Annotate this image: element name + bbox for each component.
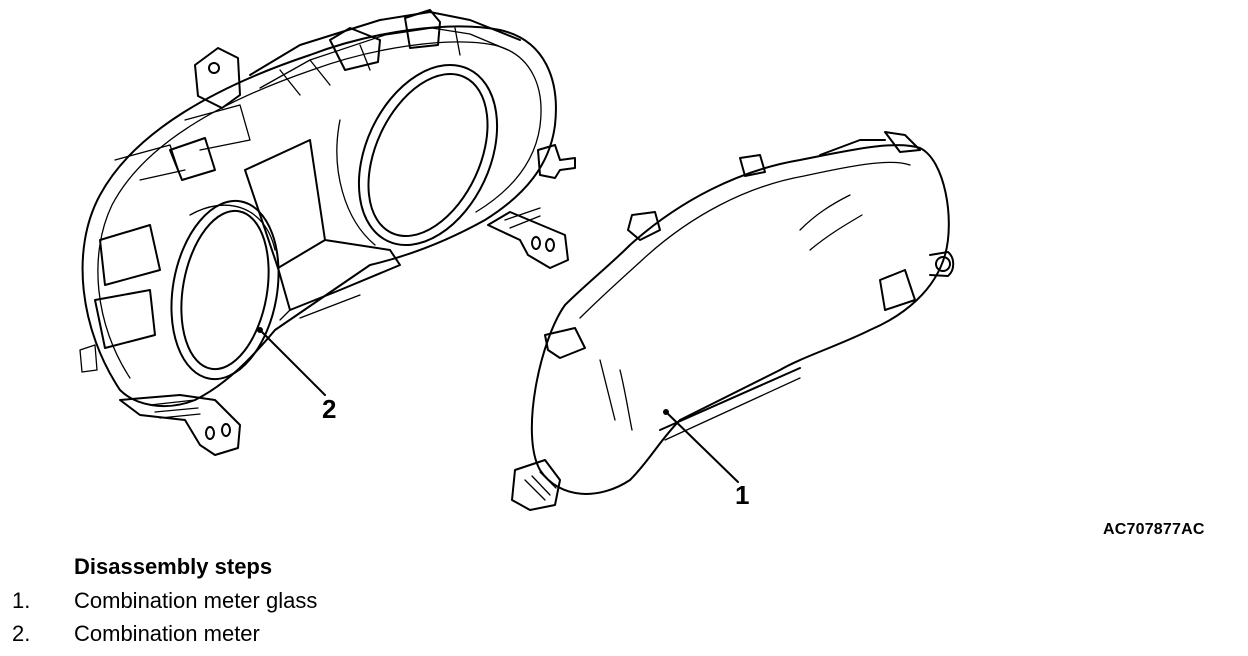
- exploded-view-diagram: [79, 9, 955, 511]
- callout-1-label: 1: [735, 480, 750, 510]
- figure-code: AC707877AC: [1103, 521, 1205, 538]
- step-text: Combination meter: [74, 621, 260, 646]
- steps-heading: Disassembly steps: [74, 554, 273, 579]
- step-item: 1. Combination meter glass: [0, 588, 700, 618]
- callout-2-label: 2: [322, 394, 337, 424]
- combination-meter-drawing: [79, 9, 576, 456]
- combination-meter-glass-drawing: [511, 131, 955, 511]
- step-item: 2. Combination meter: [0, 621, 700, 651]
- step-text: Combination meter glass: [74, 588, 318, 613]
- step-number: 2.: [12, 621, 31, 646]
- step-number: 1.: [12, 588, 31, 613]
